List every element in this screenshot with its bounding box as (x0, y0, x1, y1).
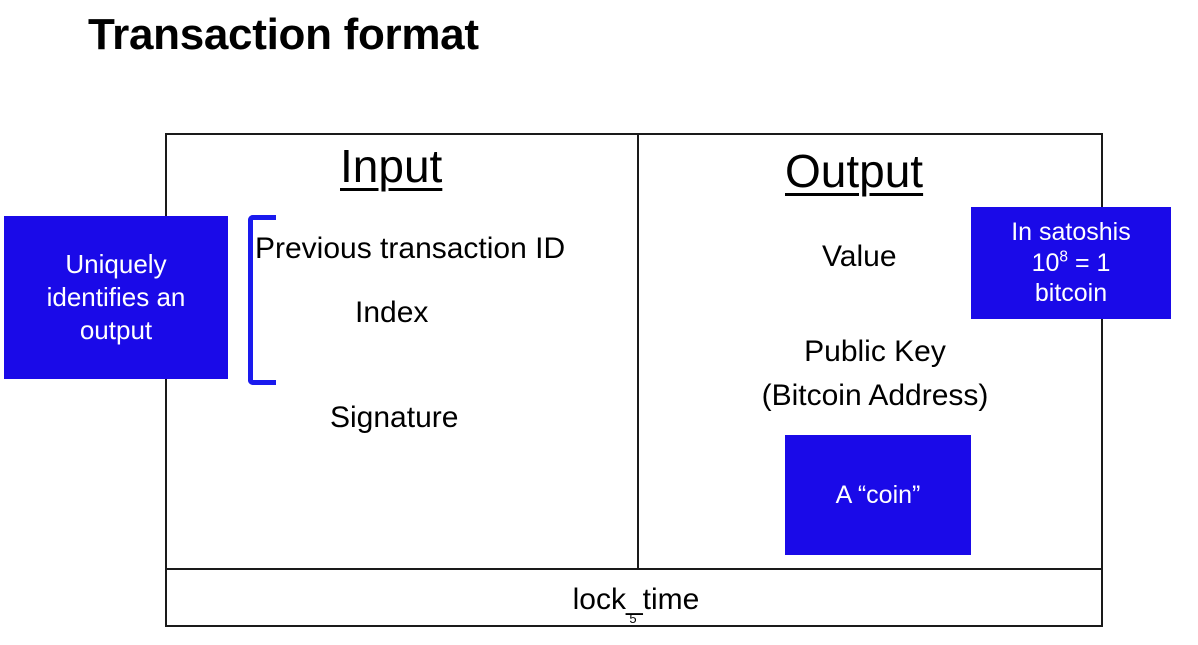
callout-satoshis-base: 10 (1031, 248, 1060, 277)
callout-uniquely-line2: identifies an (46, 281, 186, 312)
callout-uniquely-line3: output (79, 315, 153, 346)
callout-uniquely-line1: Uniquely (65, 248, 167, 279)
field-value: Value (822, 240, 897, 273)
page-title: Transaction format (88, 10, 479, 59)
callout-satoshis-line2: 108 = 1 (1011, 248, 1131, 279)
callout-satoshis-exponent: 8 (1059, 248, 1068, 266)
callout-uniquely-identifies-an-output: Uniquely identifies an output (4, 216, 228, 379)
callout-satoshis-line1: In satoshis (1011, 218, 1131, 247)
page-number: 5 (629, 611, 637, 626)
field-public-key: Public Key (Bitcoin Address) (733, 330, 1017, 417)
field-public-key-line2: (Bitcoin Address) (761, 378, 989, 412)
transaction-format-table: lock_time (165, 133, 1103, 627)
column-divider (637, 135, 639, 568)
callout-a-coin: A “coin” (785, 435, 971, 555)
callout-satoshis-line3: bitcoin (1034, 279, 1108, 308)
output-column-heading: Output (785, 145, 924, 197)
field-public-key-line1: Public Key (804, 335, 946, 368)
input-column-heading: Input (340, 140, 443, 192)
field-index: Index (355, 296, 429, 329)
field-previous-transaction-id: Previous transaction ID (255, 232, 566, 265)
callout-in-satoshis: In satoshis 108 = 1 bitcoin (971, 207, 1171, 319)
field-lock-time: lock_time (572, 583, 700, 616)
field-signature: Signature (330, 401, 459, 434)
callout-a-coin-label: A “coin” (835, 481, 921, 509)
callout-satoshis-equals: = 1 (1068, 248, 1111, 277)
lock-time-row-divider (167, 568, 1101, 570)
